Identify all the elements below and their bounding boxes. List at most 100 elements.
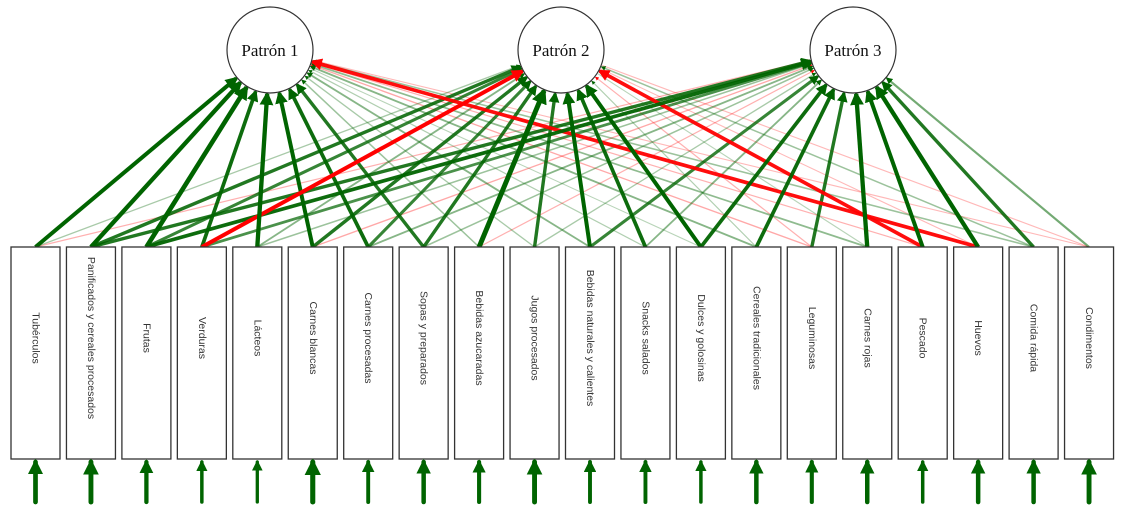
indicator-box — [232, 246, 283, 460]
indicator-label: Huevos — [972, 320, 984, 356]
loading-edge-p3-leguminosas — [810, 90, 848, 248]
loading-edge-p3-carnes-procesadas — [367, 65, 814, 248]
indicator-box — [65, 246, 117, 460]
indicator-box — [121, 246, 172, 460]
loading-edges — [34, 57, 1090, 249]
loading-edge-p1-pescado — [311, 61, 923, 248]
loading-edge-p3-dulces-y-golosinas — [699, 82, 828, 249]
loading-edge-p3-comida-rapida — [881, 80, 1035, 249]
indicator-label: Dulces y golosinas — [695, 294, 707, 382]
indicator-label: Comida rápida — [1028, 304, 1040, 372]
loading-edge-p2-jugos-procesados — [532, 91, 560, 248]
loading-edge-p2-snacks-salados — [576, 88, 648, 248]
latent-label: Patrón 2 — [532, 41, 589, 60]
indicator-label: Leguminosas — [806, 307, 818, 369]
indicator-pescado: Pescado — [897, 246, 948, 460]
indicator-label: Frutas — [140, 323, 152, 353]
loading-edge-p3-verduras — [201, 60, 813, 249]
indicator-label: Snacks salados — [639, 301, 651, 375]
loading-edge-p3-tuberculos — [35, 59, 811, 248]
indicator-label: Carnes rojas — [861, 308, 873, 368]
loading-edge-p3-cereales-tradicionales — [754, 87, 836, 248]
indicator-bebidas-naturales-y-calientes: Bebidas naturales y calientes — [564, 246, 616, 460]
indicator-box — [176, 246, 228, 460]
indicator-label: Carnes procesadas — [362, 292, 374, 383]
indicator-box — [1008, 246, 1059, 460]
latent-circle — [809, 6, 897, 94]
indicator-label: Condimentos — [1083, 307, 1095, 369]
indicator-box — [675, 246, 727, 460]
latent-p3: Patrón 3 — [809, 6, 897, 94]
indicator-carnes-procesadas: Carnes procesadas — [343, 246, 394, 460]
indicator-panificados-y-cereales-procesados: Panificados y cereales procesados — [65, 246, 117, 460]
loading-edge-p1-carnes-rojas — [310, 62, 868, 248]
indicator-leguminosas: Leguminosas — [786, 246, 837, 460]
indicator-box — [509, 246, 560, 460]
loading-edge-p1-carnes-procesadas — [287, 87, 370, 248]
indicator-box — [786, 246, 837, 460]
indicator-huevos: Huevos — [953, 246, 1004, 460]
loading-edge-p2-verduras — [200, 69, 525, 249]
indicator-box — [343, 246, 394, 460]
loading-edge-p2-sopas-y-preparados — [422, 84, 538, 248]
loading-edge-p3-jugos-procesados — [534, 72, 817, 248]
indicator-dulces-y-golosinas: Dulces y golosinas — [675, 246, 727, 460]
indicator-snacks-salados: Snacks salados — [620, 246, 671, 460]
indicator-box — [953, 246, 1004, 460]
indicator-label: Lácteos — [251, 320, 263, 357]
indicator-label: Cereales tradicionales — [750, 286, 762, 390]
indicator-lacteos: Lácteos — [232, 246, 283, 460]
indicator-cereales-tradicionales: Cereales tradicionales — [731, 246, 782, 460]
loading-edge-p3-huevos — [874, 84, 980, 249]
loading-edge-p2-dulces-y-golosinas — [584, 83, 703, 249]
latent-factors: Patrón 1 Patrón 2 Patrón 3 — [226, 6, 897, 94]
indicator-boxes: Tubérculos Panificados y cereales procesa… — [10, 246, 1115, 460]
loading-edge-p3-bebidas-naturales-y-calientes — [589, 75, 820, 249]
latent-circle — [517, 6, 605, 94]
loading-edge-p2-bebidas-naturales-y-calientes — [562, 90, 592, 248]
indicator-tuberculos: Tubérculos — [10, 246, 61, 460]
loading-edge-p1-frutas — [144, 84, 249, 249]
indicator-label: Pescado — [917, 318, 929, 359]
loading-edge-p1-lacteos — [255, 91, 274, 248]
loading-edge-p1-sopas-y-preparados — [295, 82, 425, 249]
indicator-condimentos: Condimentos — [1063, 246, 1115, 460]
indicator-label: Verduras — [196, 317, 208, 359]
loading-edge-p3-carnes-rojas — [850, 91, 870, 248]
latent-label: Patrón 1 — [241, 41, 298, 60]
loading-edge-p3-pescado — [865, 89, 925, 248]
loading-edge-p1-carnes-blancas — [275, 90, 315, 248]
loading-edge-p1-verduras — [200, 89, 259, 248]
indicator-box — [620, 246, 671, 460]
loading-edge-p1-bebidas-naturales-y-calientes — [306, 72, 591, 248]
loading-edge-p2-bebidas-azucaradas — [476, 87, 547, 248]
indicator-label: Bebidas azucaradas — [473, 290, 485, 385]
indicator-label: Jugos procesados — [529, 295, 541, 380]
loading-edge-p1-leguminosas — [310, 64, 813, 248]
indicator-box — [897, 246, 948, 460]
residual-arrows — [27, 458, 1097, 505]
loading-edge-p1-snacks-salados — [308, 69, 646, 248]
loading-edge-p1-panificados-y-cereales-procesados — [89, 80, 243, 249]
indicator-sopas-y-preparados: Sopas y preparados — [398, 246, 449, 460]
latent-circle — [226, 6, 314, 94]
latent-label: Patrón 3 — [824, 41, 881, 60]
indicator-box — [287, 246, 338, 460]
loading-edge-p3-sopas-y-preparados — [423, 67, 814, 248]
indicator-box — [731, 246, 782, 460]
indicator-frutas: Frutas — [121, 246, 172, 460]
indicator-label: Tubérculos — [30, 312, 42, 364]
loading-edge-p1-cereales-tradicionales — [309, 65, 757, 248]
indicator-carnes-blancas: Carnes blancas — [287, 246, 338, 460]
indicator-label: Bebidas naturales y calientes — [584, 270, 596, 407]
loading-edge-p3-bebidas-azucaradas — [478, 69, 815, 248]
loading-edge-p1-bebidas-azucaradas — [301, 79, 480, 248]
indicator-comida-rapida: Comida rápida — [1008, 246, 1059, 460]
indicator-box — [842, 246, 893, 460]
latent-p2: Patrón 2 — [517, 6, 605, 94]
latent-p1: Patrón 1 — [226, 6, 314, 94]
indicator-label: Panificados y cereales procesados — [85, 257, 97, 419]
indicator-verduras: Verduras — [176, 246, 228, 460]
indicator-label: Carnes blancas — [307, 302, 319, 375]
